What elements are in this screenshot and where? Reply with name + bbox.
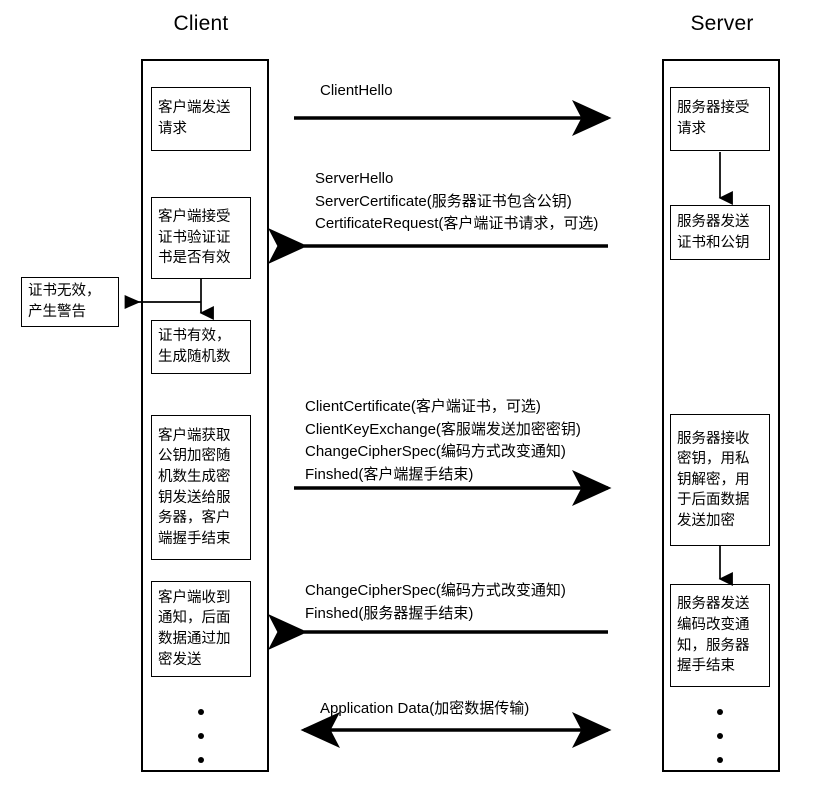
server-ellipsis-dots <box>691 700 749 772</box>
message-application-data-arrow <box>300 712 612 748</box>
client-verify-certificate: 客户端接受证书验证证书是否有效 <box>151 197 251 279</box>
client-ellipsis-dots <box>172 700 230 772</box>
server-column-title: Server <box>690 12 754 35</box>
message-server-change-cipher-label: ChangeCipherSpec(编码方式改变通知) Finshed(服务器握手… <box>305 582 566 622</box>
certificate-valid-random: 证书有效，生成随机数 <box>151 320 251 374</box>
message-server-change-cipher-arrow <box>268 614 608 650</box>
message-client-key-exchange-label: ClientCertificate(客户端证书，可选) ClientKeyExc… <box>305 398 581 483</box>
client-verify-branch-connector <box>124 278 214 320</box>
message-server-hello-arrow <box>268 228 608 264</box>
client-received-notice: 客户端收到通知，后面数据通过加密发送 <box>151 581 251 677</box>
message-client-hello-label: ClientHello <box>320 82 393 99</box>
message-client-hello-arrow <box>294 100 612 136</box>
server-receive-key: 服务器接收密钥，用私钥解密，用于后面数据发送加密 <box>670 414 770 546</box>
server-send-certificate: 服务器发送证书和公钥 <box>670 205 770 260</box>
server-receive-to-send-connector <box>718 546 733 586</box>
client-encrypt-key-send: 客户端获取公钥加密随机数生成密钥发送给服务器，客户端握手结束 <box>151 415 251 560</box>
message-client-key-exchange-arrow <box>294 470 612 506</box>
server-accept-to-send-connector <box>718 152 733 205</box>
client-send-request: 客户端发送请求 <box>151 87 251 151</box>
certificate-invalid-warning: 证书无效，产生警告 <box>21 277 119 327</box>
server-send-changecipher: 服务器发送编码改变通知，服务器握手结束 <box>670 584 770 687</box>
client-column-title: Client <box>173 12 229 35</box>
server-accept-request: 服务器接受请求 <box>670 87 770 151</box>
message-server-hello-label: ServerHello ServerCertificate(服务器证书包含公钥)… <box>315 170 599 232</box>
message-application-data-label: Application Data(加密数据传输) <box>320 700 530 717</box>
